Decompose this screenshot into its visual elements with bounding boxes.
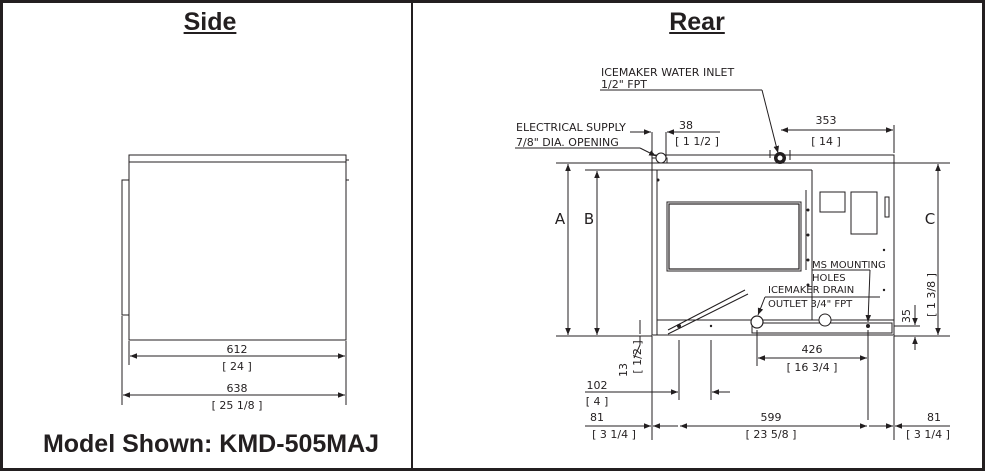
drain-label-2: OUTLET 3/4" FPT	[768, 299, 853, 310]
side-dim-612-in: [ 24 ]	[222, 360, 252, 373]
dim-38-mm: 38	[679, 119, 693, 132]
dim-102-in: [ 4 ]	[586, 395, 609, 408]
dim-353-mm: 353	[816, 114, 837, 127]
electrical-supply-label: ELECTRICAL SUPPLY	[516, 121, 626, 134]
rear-electrical-box	[819, 191, 846, 213]
dim-353-in: [ 14 ]	[811, 135, 841, 148]
dim-426-mm: 426	[802, 343, 823, 356]
drain-outlet-fitting	[750, 315, 764, 329]
side-dim-638-mm: 638	[227, 382, 248, 395]
height-b-label: B	[584, 210, 594, 228]
dim-102-mm: 102	[587, 379, 608, 392]
dim-35-in: [ 1 3/8 ]	[925, 273, 938, 317]
side-view-drawing	[121, 154, 349, 405]
side-dim-612-mm: 612	[227, 343, 248, 356]
rear-condenser-panel	[668, 203, 800, 270]
height-c-label: C	[925, 210, 935, 228]
drain-label-1: ICEMAKER DRAIN	[768, 285, 854, 296]
height-a-label: A	[555, 210, 566, 228]
dim-35-mm: 35	[900, 309, 913, 323]
dim-81-left-in: [ 3 1/4 ]	[592, 428, 636, 441]
electrical-opening	[655, 152, 667, 164]
rear-view-title: Rear	[669, 8, 725, 36]
water-inlet-label: ICEMAKER WATER INLET	[601, 66, 735, 79]
mounting-holes-label-1: MS MOUNTING	[812, 260, 886, 271]
mounting-hole-right	[866, 324, 870, 328]
dim-81-right-in: [ 3 1/4 ]	[906, 428, 950, 441]
dim-81-left-mm: 81	[590, 411, 604, 424]
side-view-title: Side	[183, 8, 237, 36]
side-dim-638-in: [ 25 1/8 ]	[212, 399, 263, 412]
model-caption: Model Shown: KMD-505MAJ	[42, 430, 380, 458]
rear-control-box	[850, 191, 878, 235]
water-inlet-size: 1/2" FPT	[601, 78, 647, 91]
rear-dimension-lines	[515, 89, 950, 440]
mounting-holes-label-2: HOLES	[812, 273, 846, 284]
side-front-panel	[121, 179, 130, 316]
electrical-opening-size: 7/8" DIA. OPENING	[516, 136, 619, 149]
dim-38-in: [ 1 1/2 ]	[675, 135, 719, 148]
dim-13-mm: 13	[617, 363, 630, 377]
dim-599-in: [ 23 5/8 ]	[746, 428, 797, 441]
dim-426-in: [ 16 3/4 ]	[787, 361, 838, 374]
rear-top-plate	[651, 154, 895, 164]
dim-13-in: [ 1/2 ]	[631, 340, 644, 373]
dim-81-right-mm: 81	[927, 411, 941, 424]
dim-599-mm: 599	[761, 411, 782, 424]
side-cabinet	[128, 154, 347, 341]
mounting-hole-left	[677, 324, 681, 328]
